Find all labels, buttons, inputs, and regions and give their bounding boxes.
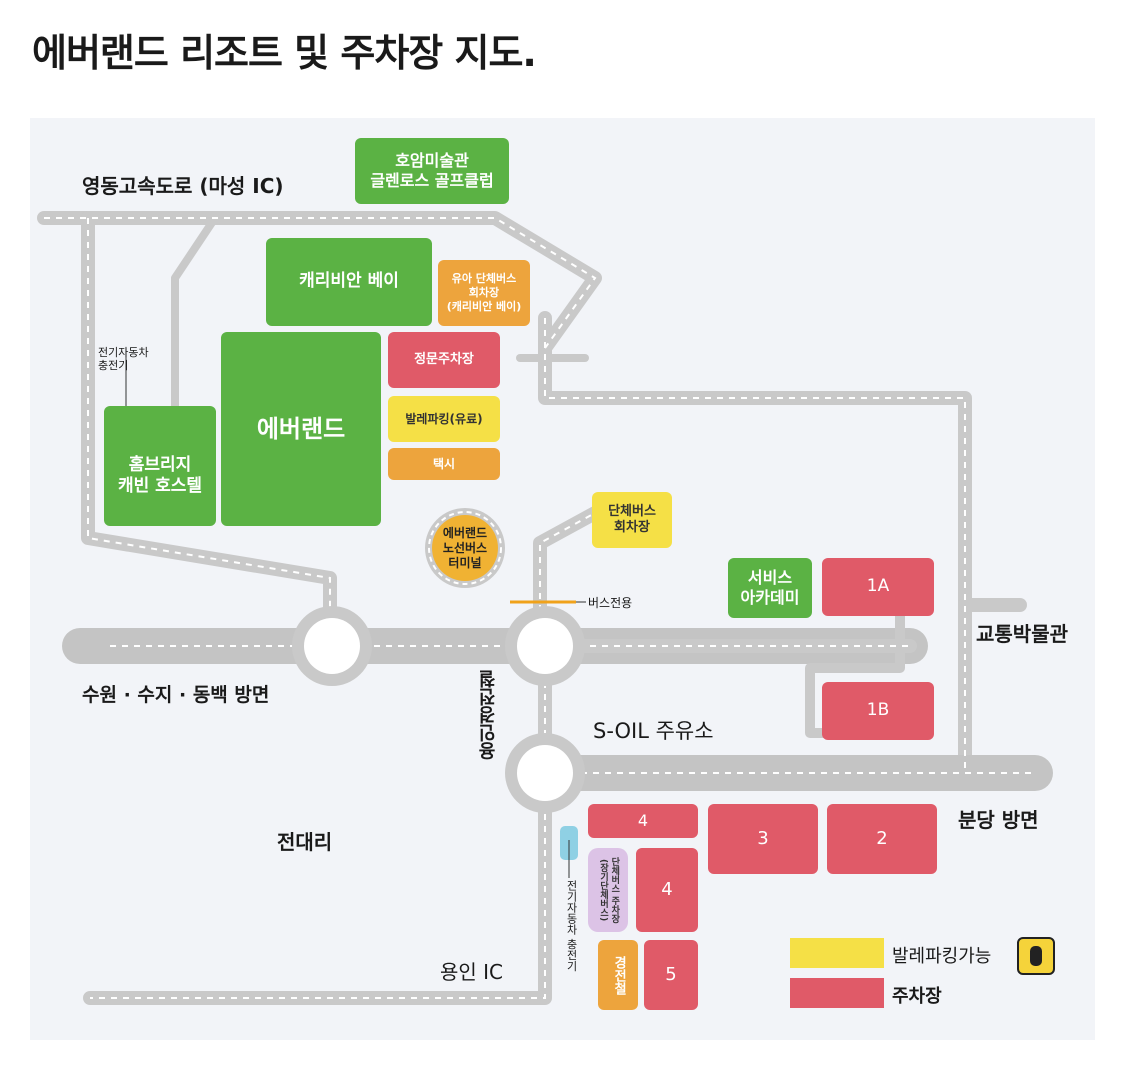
jeondae-label: 전대리 (277, 830, 333, 854)
everland-box: 에버랜드 (221, 332, 381, 526)
parking-3-box: 3 (708, 804, 818, 874)
service-academy-box: 서비스 아카데미 (728, 558, 812, 618)
parking-4b-box: 4 (636, 848, 698, 932)
parking-1b-box: 1B (822, 682, 934, 740)
bus-only-label: 버스전용 (588, 596, 633, 610)
legend-valet-swatch (790, 938, 884, 968)
ev-charger-north-label: 전기자동차 충전기 (98, 346, 149, 373)
road-branch-hostel (171, 214, 219, 412)
caribbean-bay-box: 캐리비안 베이 (266, 238, 432, 326)
resort-map: 영동고속도로 (마성 IC) 전기자동차 충전기 버스전용 수원 · 수지 · … (30, 118, 1095, 1040)
hoam-museum-box: 호암미술관 글렌로스 골프클럽 (355, 138, 509, 204)
soil-station-label: S-OIL 주유소 (593, 719, 714, 743)
gyeongwon-label: 용인경전철 (478, 670, 499, 760)
legend-valet-label: 발레파킹가능 (892, 946, 992, 967)
valet-paid-box: 발레파킹(유료) (388, 396, 500, 442)
light-rail-box: 경전철 (598, 940, 638, 1010)
legend-parking-swatch (790, 978, 884, 1008)
parking-5-box: 5 (644, 940, 698, 1010)
page-title: 에버랜드 리조트 및 주차장 지도. (32, 31, 537, 75)
homebridge-hostel-box: 홈브리지 캐빈 호스텔 (104, 406, 216, 526)
main-parking-box: 정문주차장 (388, 332, 500, 388)
ev-charger-south-label: 전기자동차 충전기 (565, 880, 578, 972)
group-bus-turnaround-box: 단체버스 회차장 (592, 492, 672, 548)
kids-bus-turnaround-box: 유아 단체버스 회차장 (캐리비안 베이) (438, 260, 530, 326)
parking-4a-box: 4 (588, 804, 698, 838)
transport-museum-label: 교통박물관 (976, 622, 1068, 646)
bundang-direction-label: 분당 방면 (958, 808, 1039, 832)
parking-2-box: 2 (827, 804, 937, 874)
legend-parking-label: 주차장 (892, 986, 942, 1007)
suwon-direction-label: 수원 · 수지 · 동백 방면 (82, 684, 270, 706)
highway-label: 영동고속도로 (마성 IC) (82, 174, 284, 198)
group-bus-parking-box: 단체버스 주차장 (장기단체버스) (588, 848, 628, 932)
road-network (37, 211, 1055, 1005)
bus-terminal-label: 에버랜드 노선버스 터미널 (442, 525, 488, 570)
road-1a-1b (805, 603, 905, 738)
yongin-ic-label: 용인 IC (440, 960, 504, 984)
taxi-box: 택시 (388, 448, 500, 480)
parking-1a-box: 1A (822, 558, 934, 616)
